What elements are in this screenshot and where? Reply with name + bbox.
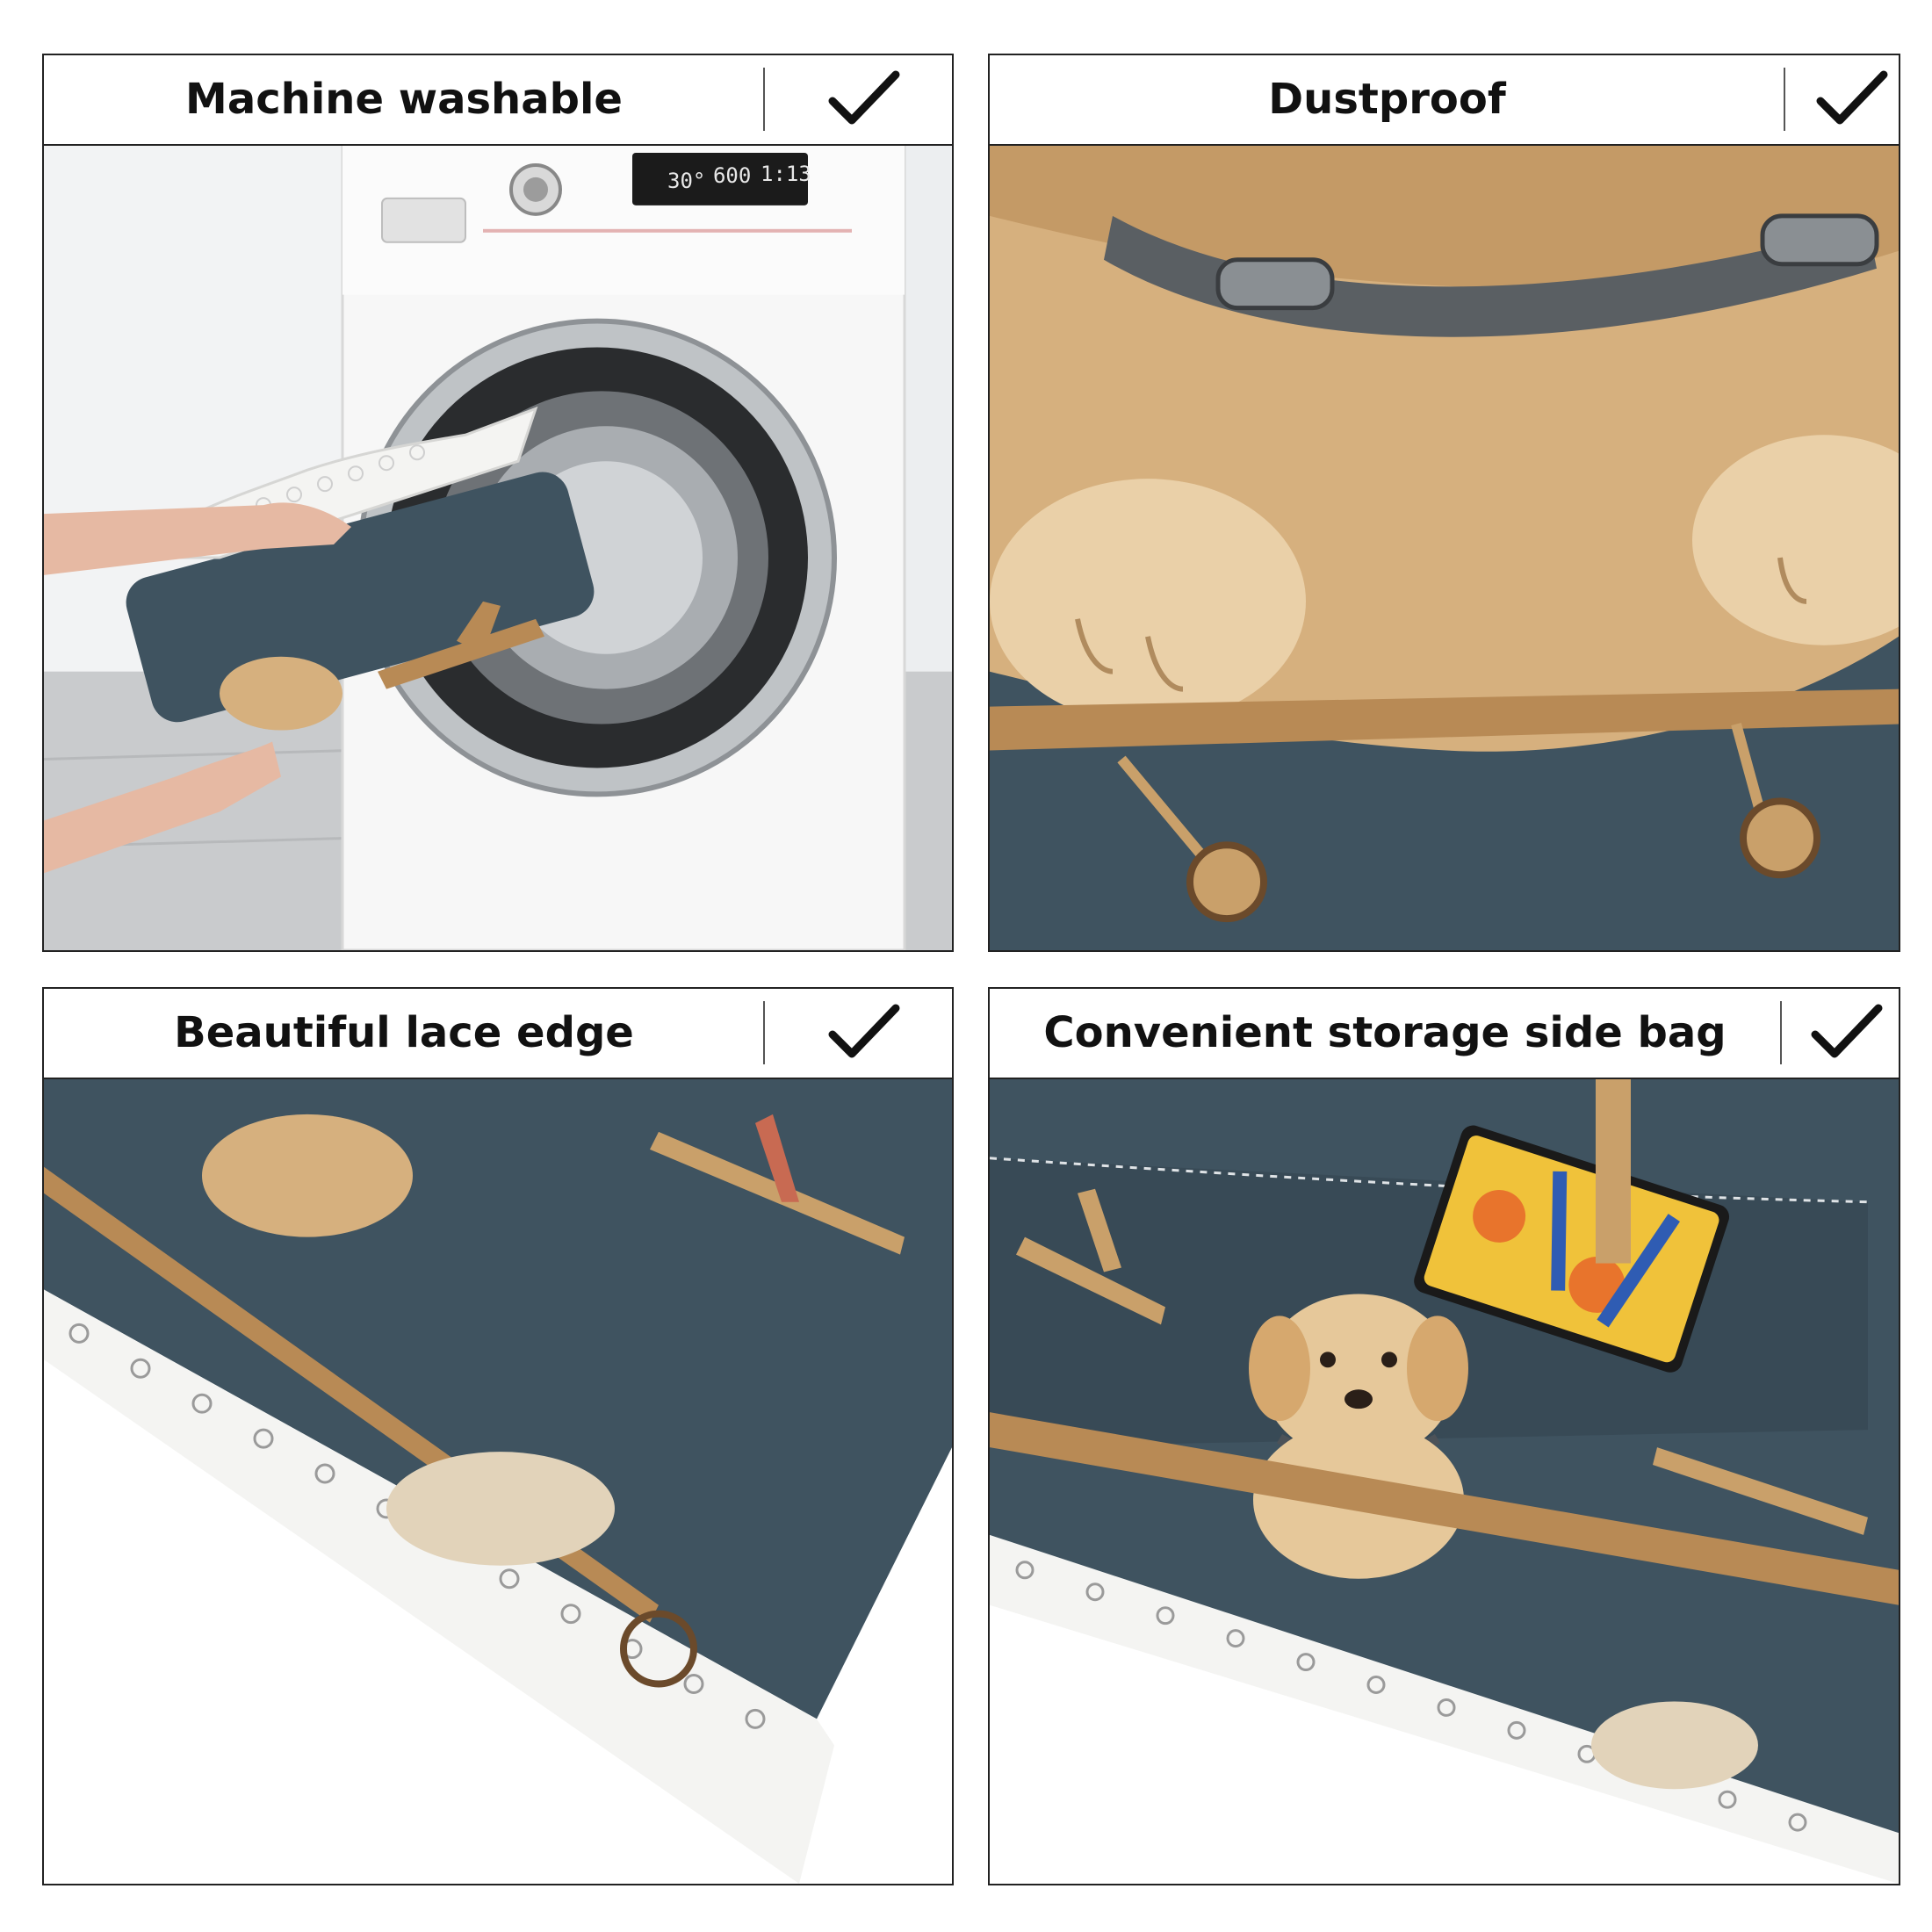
washer-time-readout: 1:13 [761, 162, 811, 186]
panel-header: Machine washable [44, 55, 952, 146]
panel-header: Dustproof [990, 55, 1899, 146]
header-divider [763, 68, 765, 131]
check-icon [828, 1004, 900, 1058]
header-divider [1784, 68, 1785, 131]
side-bag-photo [990, 1079, 1899, 1884]
check-icon [1811, 1004, 1883, 1058]
check-icon [828, 70, 900, 125]
feature-panel-machine-washable: Machine washable 30° 600 1:13 [42, 54, 954, 952]
lace-edge-photo [44, 1079, 952, 1884]
feature-panel-dustproof: Dustproof [988, 54, 1900, 952]
panel-title: Beautiful lace edge [174, 1008, 634, 1057]
feature-panel-lace-edge: Beautiful lace edge [42, 987, 954, 1885]
washing-machine-photo: 30° 600 1:13 [44, 146, 952, 950]
washer-spin-readout: 600 [713, 163, 751, 188]
panel-title: Dustproof [1268, 75, 1506, 124]
header-divider [1780, 1001, 1782, 1064]
panel-header: Convenient storage side bag [990, 989, 1899, 1079]
fabric-closeup-photo [990, 146, 1899, 950]
panel-title: Convenient storage side bag [1043, 1008, 1727, 1057]
panel-title: Machine washable [185, 75, 623, 124]
check-icon [1816, 70, 1888, 125]
header-divider [763, 1001, 765, 1064]
feature-panel-storage-side-bag: Convenient storage side bag [988, 987, 1900, 1885]
washer-temp-readout: 30° [667, 169, 705, 193]
panel-header: Beautiful lace edge [44, 989, 952, 1079]
